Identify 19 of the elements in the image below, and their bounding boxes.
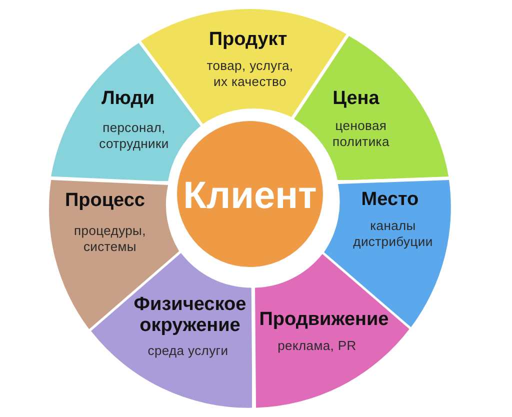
segment-title: Продвижение xyxy=(258,308,390,330)
segment-title: Физическое окружение xyxy=(132,294,247,336)
segment-description: товар, услуга, их качество xyxy=(206,58,294,91)
segment-title: Процесс xyxy=(64,190,146,211)
segment-description: реклама, PR xyxy=(276,338,357,354)
segment-description: процедуры, системы xyxy=(73,222,146,256)
segment-title: Люди xyxy=(100,88,156,109)
segment-description: персонал, сотрудники xyxy=(98,120,170,153)
center-circle xyxy=(177,121,323,267)
center-label: Клиент xyxy=(182,174,318,218)
segment-description: ценовая политика xyxy=(332,118,390,151)
segment-title: Место xyxy=(360,188,420,210)
segment-title: Цена xyxy=(332,88,380,109)
segment-description: каналы дистрибуции xyxy=(352,218,434,251)
segment-description: среда услуги xyxy=(146,342,229,360)
wheel-segment xyxy=(294,36,449,180)
segment-title: Продукт xyxy=(208,28,288,50)
wheel-segment xyxy=(51,42,201,182)
wheel-segment xyxy=(254,254,409,408)
